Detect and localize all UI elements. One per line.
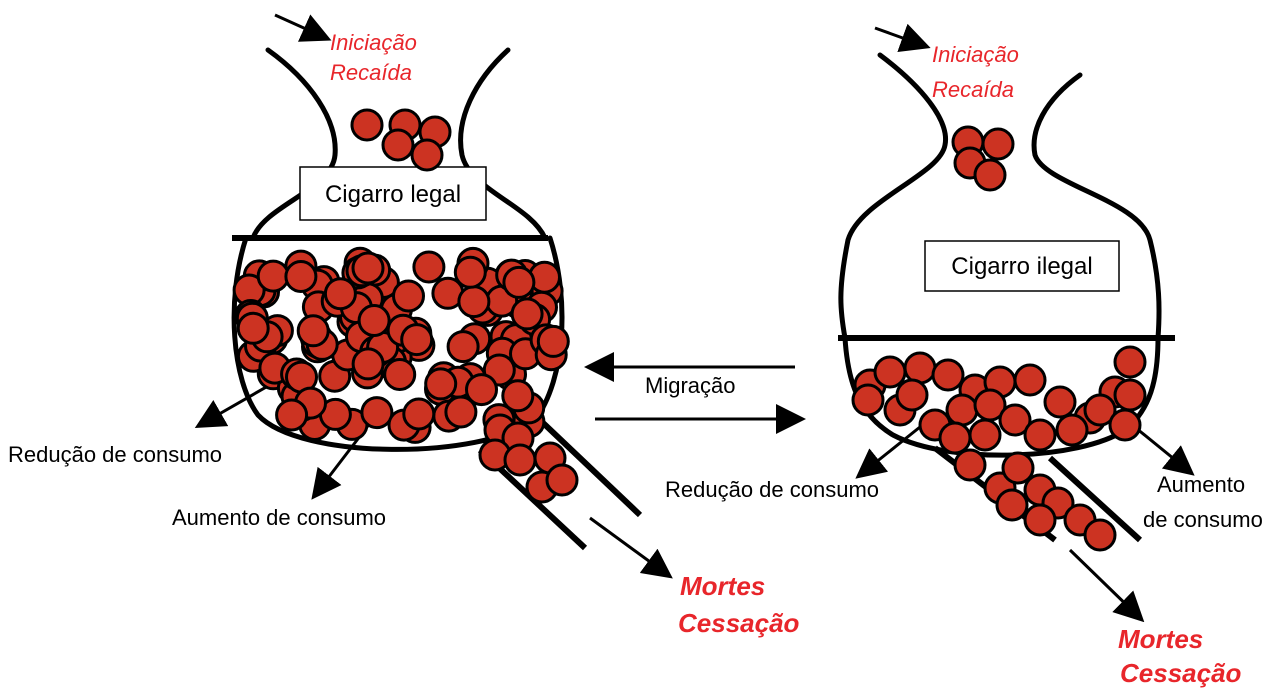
left-funnel-left-wall	[250, 47, 338, 241]
ball	[323, 277, 357, 311]
left-death-arrow	[589, 516, 673, 579]
right-box	[924, 240, 1120, 292]
ball	[357, 304, 391, 337]
right-death-label-1: Mortes	[1118, 624, 1203, 654]
right-box-label: Cigarro ilegal	[951, 253, 1092, 280]
right-reservoir: Cigarro ilegal Iniciação Recaída Redução…	[665, 23, 1263, 688]
right-reduction-label: Redução de consumo	[665, 477, 879, 502]
ball	[351, 251, 385, 285]
ball	[1023, 418, 1057, 452]
ball	[424, 367, 458, 401]
left-inflow-label-1: Iniciação	[330, 30, 417, 55]
left-falling-balls	[350, 108, 452, 172]
left-funnel-right-wall	[458, 47, 548, 241]
ball	[351, 347, 385, 381]
left-death-label-1: Mortes	[680, 571, 765, 601]
ball	[1113, 378, 1147, 412]
ball	[510, 297, 544, 331]
ball	[1013, 363, 1047, 397]
left-box	[299, 166, 487, 221]
migration: Migração	[584, 352, 806, 434]
left-box-label: Cigarro legal	[325, 181, 461, 208]
right-death-label-2: Cessação	[1120, 658, 1242, 688]
ball	[1083, 518, 1117, 552]
ball	[903, 351, 937, 385]
ball	[1043, 385, 1077, 419]
ball	[284, 260, 318, 293]
ball	[453, 255, 487, 289]
right-funnel-left-wall	[838, 52, 949, 341]
ball	[446, 330, 480, 364]
ball	[236, 311, 270, 345]
ball	[444, 395, 478, 429]
ball	[968, 418, 1002, 452]
left-inflow-arrow	[274, 13, 332, 42]
ball	[457, 285, 491, 319]
right-pipe-upper	[1047, 455, 1143, 543]
ball	[1113, 345, 1147, 379]
right-bowl-balls	[851, 345, 1147, 455]
ball	[851, 383, 885, 417]
ball	[895, 378, 929, 412]
ball	[465, 373, 498, 407]
left-pipe-upper	[537, 417, 643, 518]
right-increase-label-2: de consumo	[1143, 507, 1263, 532]
ball	[1023, 503, 1057, 537]
right-falling-balls	[951, 125, 1015, 192]
ball	[392, 279, 425, 313]
right-inflow-label-2: Recaída	[932, 77, 1014, 102]
ball	[402, 397, 436, 431]
left-inflow-label-2: Recaída	[330, 60, 412, 85]
ball	[1108, 408, 1142, 442]
left-increase-label: Aumento de consumo	[172, 505, 386, 530]
left-reduction-label: Redução de consumo	[8, 442, 222, 467]
ball	[412, 250, 446, 284]
ball	[1055, 413, 1089, 447]
ball	[1001, 451, 1035, 485]
ball	[360, 396, 394, 430]
ball	[995, 488, 1029, 522]
ball	[1083, 393, 1117, 427]
ball	[502, 265, 536, 299]
right-death-arrow	[1068, 548, 1145, 623]
ball	[501, 379, 535, 413]
right-pipe-balls	[953, 448, 1117, 552]
ball	[275, 398, 309, 432]
ball	[256, 259, 290, 293]
ball	[931, 358, 965, 392]
ball	[945, 393, 979, 427]
right-funnel-right-wall	[1031, 72, 1162, 341]
ball	[296, 314, 330, 348]
ball	[383, 358, 417, 391]
ball	[400, 323, 434, 357]
left-reduction-arrow	[194, 380, 276, 428]
left-death-label-2: Cessação	[678, 608, 800, 638]
right-inflow-arrow	[874, 23, 931, 52]
ball	[503, 443, 537, 477]
ball	[998, 403, 1032, 437]
ball	[873, 355, 907, 389]
right-inflow-label-1: Iniciação	[932, 42, 1019, 67]
right-increase-label-1: Aumento	[1157, 472, 1245, 497]
ball	[545, 463, 579, 497]
left-pipe-balls	[478, 413, 579, 504]
ball	[938, 421, 972, 455]
ball	[953, 448, 987, 482]
migration-label: Migração	[645, 373, 735, 398]
ball	[536, 324, 570, 358]
left-bowl-balls	[232, 246, 570, 444]
